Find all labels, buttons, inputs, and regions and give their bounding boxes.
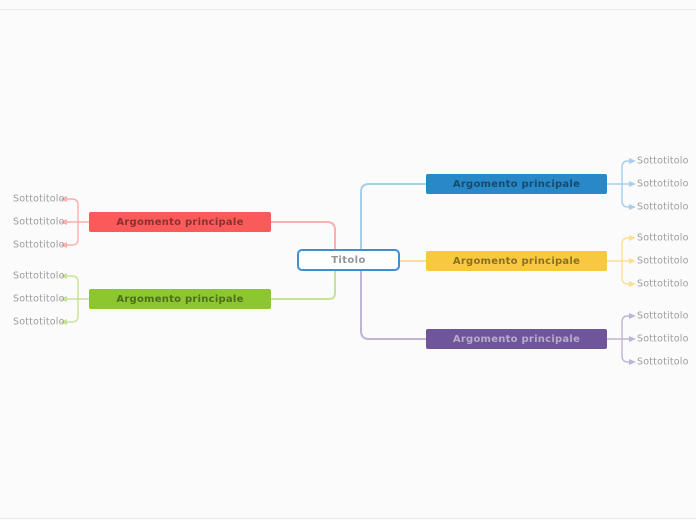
- subtopic-label[interactable]: Sottotitolo: [13, 270, 65, 282]
- subtopic-label[interactable]: Sottotitolo: [637, 178, 689, 190]
- root-topic-node[interactable]: Titolo: [297, 249, 400, 271]
- subtopic-label[interactable]: Sottotitolo: [637, 310, 689, 322]
- subtopic-label[interactable]: Sottotitolo: [13, 239, 65, 251]
- subtopic-label[interactable]: Sottotitolo: [13, 216, 65, 228]
- subtopic-label[interactable]: Sottotitolo: [637, 255, 689, 267]
- page-boundary-top: [0, 9, 696, 10]
- main-topic-node-green[interactable]: Argomento principale: [89, 289, 271, 309]
- main-topic-node-red[interactable]: Argomento principale: [89, 212, 271, 232]
- main-topic-node-blue[interactable]: Argomento principale: [426, 174, 607, 194]
- subtopic-label[interactable]: Sottotitolo: [637, 201, 689, 213]
- subtopic-label[interactable]: Sottotitolo: [637, 278, 689, 290]
- main-topic-node-purple[interactable]: Argomento principale: [426, 329, 607, 349]
- subtopic-label[interactable]: Sottotitolo: [637, 356, 689, 368]
- main-topic-node-yellow[interactable]: Argomento principale: [426, 251, 607, 271]
- subtopic-label[interactable]: Sottotitolo: [13, 316, 65, 328]
- subtopic-label[interactable]: Sottotitolo: [13, 293, 65, 305]
- subtopic-label[interactable]: Sottotitolo: [13, 193, 65, 205]
- subtopic-label[interactable]: Sottotitolo: [637, 232, 689, 244]
- subtopic-label[interactable]: Sottotitolo: [637, 333, 689, 345]
- subtopic-label[interactable]: Sottotitolo: [637, 155, 689, 167]
- page-boundary-bottom: [0, 518, 696, 519]
